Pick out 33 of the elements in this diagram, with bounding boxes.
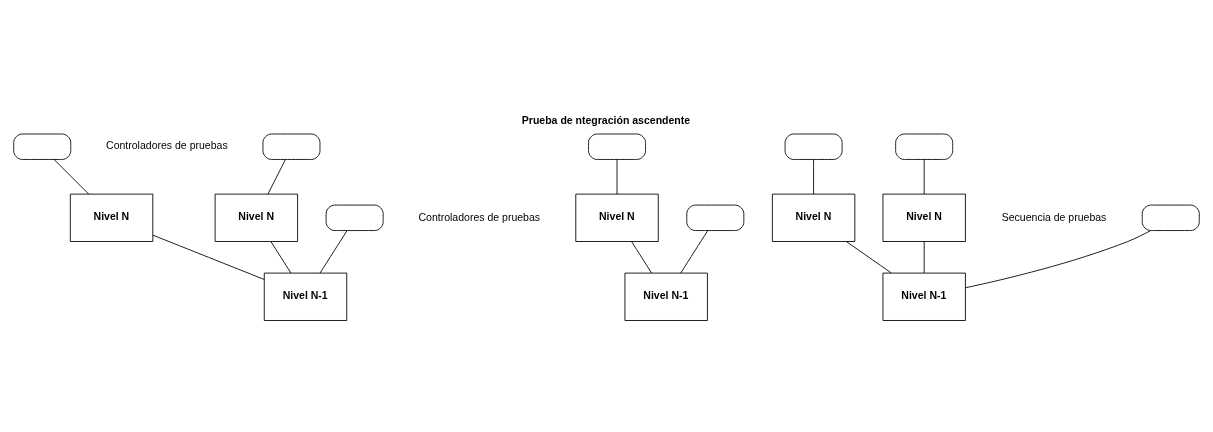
connector [267, 158, 286, 194]
node-pill [686, 204, 745, 231]
node-box: Nivel N [69, 193, 154, 242]
node-box: Nivel N-1 [882, 272, 966, 321]
connector [923, 158, 925, 194]
connector [53, 158, 90, 194]
node-pill [13, 133, 72, 160]
label: Secuencia de pruebas [1001, 210, 1107, 223]
connector [813, 158, 815, 194]
connector [152, 234, 265, 280]
connector [616, 158, 618, 194]
node-pill [784, 133, 843, 160]
connector [631, 240, 653, 273]
node-pill [262, 133, 321, 160]
connector [923, 240, 925, 273]
connector [965, 229, 1152, 288]
node-pill [325, 204, 384, 231]
label: Controladores de pruebas [418, 210, 541, 223]
label: Controladores de pruebas [106, 138, 228, 151]
connector [846, 240, 892, 273]
connector [319, 229, 348, 273]
connector [270, 240, 292, 273]
node-box: Nivel N-1 [263, 272, 348, 321]
diagram-title: Prueba de ntegración ascendente [521, 113, 691, 126]
node-pill [1141, 204, 1200, 231]
connector [680, 229, 709, 273]
node-box: Nivel N-1 [624, 272, 708, 321]
node-box: Nivel N [575, 193, 659, 242]
node-box: Nivel N [771, 193, 856, 242]
node-pill [895, 133, 954, 160]
node-pill [588, 133, 646, 160]
node-box: Nivel N [882, 193, 966, 242]
node-box: Nivel N [214, 193, 299, 242]
